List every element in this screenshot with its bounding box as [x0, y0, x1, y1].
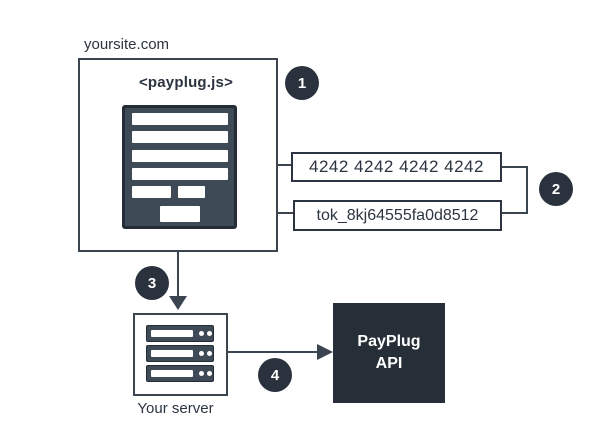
step-1-badge: 1: [285, 66, 319, 100]
step-2-badge: 2: [539, 172, 573, 206]
rack-led: [199, 351, 204, 356]
rack-slot: [151, 330, 193, 337]
rack-led: [207, 371, 212, 376]
rack-slot: [151, 370, 193, 377]
site-domain-label: yoursite.com: [84, 36, 170, 53]
rack-led: [199, 371, 204, 376]
form-input-field: [132, 168, 228, 180]
server-rack-unit: [146, 365, 214, 382]
form-to-server-arrowhead: [169, 296, 187, 310]
token-box: tok_8kj64555fa0d8512: [293, 200, 502, 231]
card-token-bracket: [502, 166, 528, 214]
rack-led: [207, 331, 212, 336]
server-rack-unit: [146, 325, 214, 342]
server-label: Your server: [137, 400, 214, 417]
rack-led: [199, 331, 204, 336]
form-submit-field: [160, 206, 200, 222]
form-input-field: [132, 113, 228, 125]
form-input-field: [132, 150, 228, 162]
server-icon: [133, 313, 228, 396]
payplug-api-box: PayPlug API: [333, 303, 445, 403]
form-small-field: [132, 186, 171, 198]
payplug-js-label: <payplug.js>: [138, 74, 234, 91]
api-label-line1: PayPlug: [357, 333, 421, 351]
server-to-api-arrowhead: [317, 344, 333, 360]
payment-form-icon: [122, 105, 237, 229]
api-label-line2: API: [375, 355, 403, 372]
step-4-badge: 4: [258, 358, 292, 392]
card-number-box: 4242 4242 4242 4242: [291, 152, 502, 182]
card-number-value: 4242 4242 4242 4242: [309, 157, 484, 176]
rack-slot: [151, 350, 193, 357]
rack-led: [207, 351, 212, 356]
form-small-field: [178, 186, 205, 198]
token-value: tok_8kj64555fa0d8512: [316, 206, 479, 224]
server-rack-unit: [146, 345, 214, 362]
step-3-badge: 3: [135, 266, 169, 300]
form-input-field: [132, 131, 228, 143]
